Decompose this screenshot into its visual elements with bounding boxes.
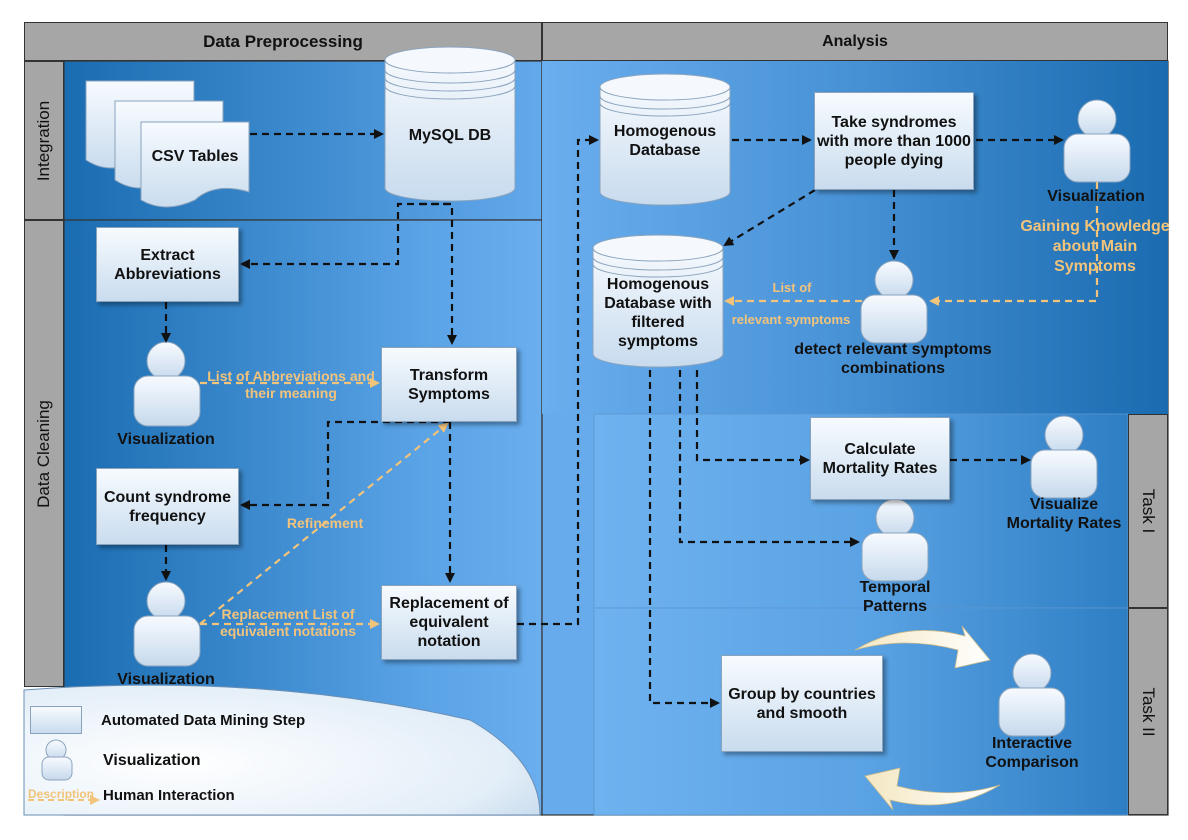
calculate-mortality-label: Calculate Mortality Rates	[822, 440, 938, 477]
swoosh-arrow-bottom-icon	[864, 767, 1001, 811]
person-icon-vis-count	[133, 581, 201, 667]
vis-count-label: Visualization	[117, 671, 215, 688]
take-syndromes-label: Take syndromes with more than 1000 peopl…	[817, 113, 971, 169]
replacement-list-annotation: Replacement List of equivalent notations	[219, 606, 357, 639]
extract-abbreviations-label: Extract Abbreviations	[114, 246, 221, 283]
refinement-annotation: Refinement	[286, 515, 364, 531]
vis-analysis-label: Visualization	[1047, 188, 1145, 205]
homogenous-db-cylinder-icon	[599, 73, 731, 206]
csv-tables-document-icon	[85, 80, 250, 208]
person-icon-legend	[41, 739, 73, 781]
relevant-symptoms-annotation: relevant symptoms	[731, 312, 851, 327]
legend-visualization-label: Visualization	[103, 752, 201, 769]
person-icon-vis-abbr	[133, 341, 201, 427]
list-of-annotation: List of	[772, 280, 812, 295]
gaining-knowledge-annotation: Gaining Knowledge about Main Symptoms	[1020, 218, 1170, 275]
count-syndrome-frequency-box[interactable]: Count syndrome frequency	[96, 468, 239, 545]
homogenous-db-label: Homogenous Database	[613, 123, 717, 159]
header-analysis: Analysis	[542, 22, 1168, 61]
header-data-preprocessing-label: Data Preprocessing	[203, 31, 363, 51]
homogenous-filtered-db-cylinder-icon	[592, 234, 724, 368]
person-icon-temporal	[861, 498, 929, 582]
extract-abbreviations-box[interactable]: Extract Abbreviations	[96, 227, 239, 302]
detect-label: detect relevant symptoms combinations	[794, 341, 992, 377]
vis-abbr-label: Visualization	[117, 431, 215, 448]
transform-symptoms-label: Transform Symptoms	[408, 366, 490, 403]
group-by-countries-box[interactable]: Group by countries and smooth	[721, 655, 883, 752]
lane-data-cleaning: Data Cleaning	[24, 220, 64, 687]
person-icon-interactive	[998, 653, 1066, 737]
header-analysis-label: Analysis	[822, 32, 888, 50]
human-interaction-arrows	[199, 182, 1099, 629]
vis-mort-label: Visualize Mortality Rates	[1006, 496, 1122, 532]
calculate-mortality-box[interactable]: Calculate Mortality Rates	[810, 417, 950, 500]
group-by-countries-label: Group by countries and smooth	[728, 685, 876, 722]
legend-box-icon	[30, 706, 82, 734]
replacement-notation-box[interactable]: Replacement of equivalent notation	[381, 585, 517, 660]
legend-human-label: Human Interaction	[103, 787, 235, 804]
csv-tables-label: CSV Tables	[151, 148, 239, 165]
abbr-list-annotation: List of Abbreviations and their meaning	[207, 368, 375, 401]
swoosh-arrow-top-icon	[854, 625, 991, 669]
take-syndromes-box[interactable]: Take syndromes with more than 1000 peopl…	[814, 92, 974, 190]
person-icon-detect	[860, 260, 928, 344]
lane-task-2: Task II	[1128, 608, 1168, 815]
mysql-db-label: MySQL DB	[408, 127, 492, 144]
temporal-label: Temporal Patterns	[859, 579, 931, 615]
flow-arrows	[161, 129, 1064, 708]
mysql-db-cylinder-icon	[384, 46, 516, 202]
person-icon-vis-analysis	[1063, 99, 1131, 183]
homogenous-filtered-db-label: Homogenous Database with filtered sympto…	[604, 276, 712, 350]
replacement-notation-label: Replacement of equivalent notation	[389, 595, 509, 650]
legend-description-label: Description	[28, 787, 95, 801]
lane-task-1: Task I	[1128, 414, 1168, 608]
person-icon-vis-mort	[1030, 415, 1098, 499]
transform-symptoms-box[interactable]: Transform Symptoms	[381, 347, 517, 422]
interactive-label: Interactive Comparison	[985, 735, 1079, 771]
legend-automated-label: Automated Data Mining Step	[101, 712, 306, 729]
count-syndrome-frequency-label: Count syndrome frequency	[103, 488, 232, 525]
lane-integration: Integration	[24, 61, 64, 220]
